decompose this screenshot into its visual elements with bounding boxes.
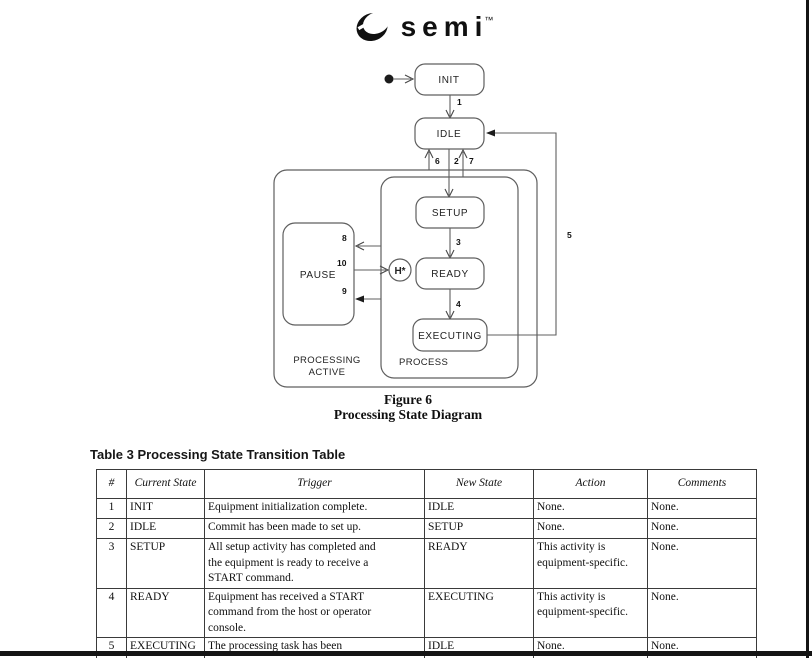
col-header-action: Action xyxy=(533,469,648,499)
state-init-label: INIT xyxy=(438,75,459,86)
state-pause-box xyxy=(282,222,355,326)
transition-5-line xyxy=(487,132,557,336)
col-header-current-state: Current State xyxy=(126,469,205,499)
transition-7-label: 7 xyxy=(469,156,474,166)
transition-8-arrowhead xyxy=(354,241,365,251)
transition-5-arrowhead xyxy=(486,129,495,137)
cell-new-state: EXECUTING xyxy=(424,587,534,638)
cell-num: 3 xyxy=(96,538,127,589)
semi-logo: semi ™ xyxy=(17,6,812,48)
col-header-new-state: New State xyxy=(424,469,534,499)
col-header-num: # xyxy=(96,469,127,499)
cell-new-state: SETUP xyxy=(424,518,534,539)
cell-comments: None. xyxy=(647,587,757,638)
transition-10-label: 10 xyxy=(337,258,347,268)
transition-7-arrowhead xyxy=(458,148,468,159)
col-header-comments: Comments xyxy=(647,469,757,499)
cell-current-state: INIT xyxy=(126,498,205,519)
processing-state-diagram: 5 INIT 1 IDLE 6 2 7 SETUP 3 xyxy=(273,63,572,388)
processing-state-transition-table: # Current State Trigger New State Action… xyxy=(96,469,757,658)
region-processing-active-label-line1: PROCESSING xyxy=(293,355,360,366)
figure-number: Figure 6 xyxy=(383,392,433,407)
initial-state-dot xyxy=(384,74,394,84)
cell-new-state: READY xyxy=(424,538,534,589)
cell-current-state: SETUP xyxy=(126,538,205,589)
state-setup-label: SETUP xyxy=(432,208,468,219)
figure-title: Processing State Diagram xyxy=(333,407,483,422)
transition-1-label: 1 xyxy=(457,97,462,107)
table-title: Table 3 Processing State Transition Tabl… xyxy=(90,447,346,462)
initial-transition-arrowhead xyxy=(404,74,415,84)
page-bottom-border xyxy=(0,651,812,656)
region-process-label: PROCESS xyxy=(399,357,448,368)
cell-comments: None. xyxy=(647,498,757,519)
table-header-row: # Current State Trigger New State Action… xyxy=(96,469,757,499)
cell-trigger: All setup activity has completed and the… xyxy=(204,538,425,589)
cell-new-state: IDLE xyxy=(424,498,534,519)
transition-6-label: 6 xyxy=(435,156,440,166)
table-row: 4 READY Equipment has received a START c… xyxy=(96,587,757,638)
table-row: 3 SETUP All setup activity has completed… xyxy=(96,538,757,589)
cell-action: None. xyxy=(533,498,648,519)
cell-num: 4 xyxy=(96,587,127,638)
cell-trigger: Equipment initialization complete. xyxy=(204,498,425,519)
state-executing-box xyxy=(412,318,488,352)
table-row: 2 IDLE Commit has been made to set up. S… xyxy=(96,518,757,539)
cell-current-state: READY xyxy=(126,587,205,638)
cell-current-state: IDLE xyxy=(126,518,205,539)
cell-comments: None. xyxy=(647,538,757,589)
semi-logo-trademark: ™ xyxy=(484,15,494,25)
col-header-trigger: Trigger xyxy=(204,469,425,499)
transition-9-arrowhead xyxy=(355,295,364,303)
transition-3-label: 3 xyxy=(456,237,461,247)
semi-swoosh-icon xyxy=(356,11,389,42)
transition-8-label: 8 xyxy=(342,233,347,243)
state-idle-label: IDLE xyxy=(437,129,462,140)
region-processing-active-label-line2: ACTIVE xyxy=(309,367,346,378)
figure-caption: Figure 6 Processing State Diagram xyxy=(108,392,708,422)
state-pause-label: PAUSE xyxy=(300,270,336,281)
cell-action: This activity is equipment-specific. xyxy=(533,587,648,638)
transition-6-arrowhead xyxy=(424,148,434,159)
state-ready-label: READY xyxy=(431,269,468,280)
cell-trigger: Equipment has received a START command f… xyxy=(204,587,425,638)
transition-9-label: 9 xyxy=(342,286,347,296)
state-executing-label: EXECUTING xyxy=(418,331,482,342)
semi-logo-text: semi xyxy=(400,11,489,42)
history-state-label: H* xyxy=(394,266,405,277)
cell-num: 1 xyxy=(96,498,127,519)
transition-2-label: 2 xyxy=(454,156,459,166)
table-row: 1 INIT Equipment initialization complete… xyxy=(96,498,757,519)
page-right-border xyxy=(806,0,809,658)
transition-10-arrowhead xyxy=(379,265,390,275)
transition-4-label: 4 xyxy=(456,299,461,309)
cell-trigger: Commit has been made to set up. xyxy=(204,518,425,539)
cell-action: This activity is equipment-specific. xyxy=(533,538,648,589)
cell-action: None. xyxy=(533,518,648,539)
cell-comments: None. xyxy=(647,518,757,539)
cell-num: 2 xyxy=(96,518,127,539)
transition-5-label: 5 xyxy=(567,230,572,240)
